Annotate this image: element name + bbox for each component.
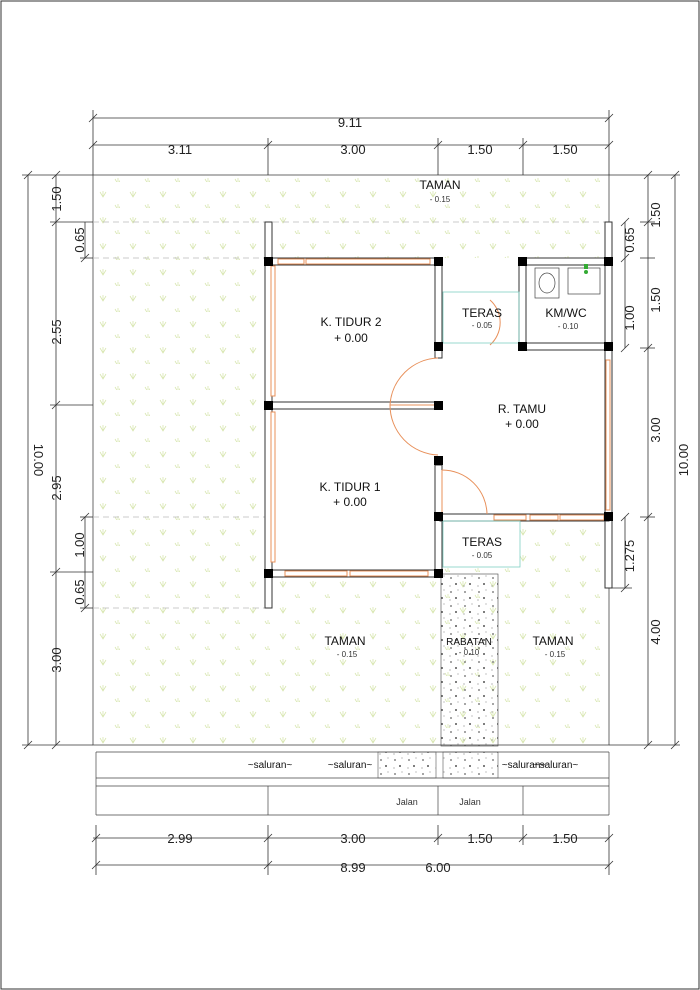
level-taman-top: - 0.15: [430, 195, 451, 204]
dim-bottom-seg-1: 2.99: [167, 831, 192, 846]
label-km-wc: KM/WC: [545, 306, 587, 320]
level-km-wc: - 0.10: [558, 322, 579, 331]
dim-right-total: 10.00: [676, 444, 691, 477]
toilet-fixtures: [534, 264, 601, 299]
label-taman-right: TAMAN: [532, 634, 573, 648]
level-ruang-tamu: + 0.00: [505, 417, 539, 431]
windows: [270, 258, 611, 577]
dim-right-outer-4: 4.00: [648, 619, 663, 644]
dim-right-inner-1: 0.65: [622, 227, 637, 252]
label-kamar-tidur-1: K. TIDUR 1: [319, 480, 380, 494]
label-teras-bottom: TERAS: [462, 535, 502, 549]
dim-right-outer-1: 1.50: [648, 202, 663, 227]
level-kamar-tidur-1: + 0.00: [333, 495, 367, 509]
dim-bottom-total-left: 8.99: [340, 860, 365, 875]
dim-left-outer-1: 1.50: [49, 186, 64, 211]
dim-bottom-seg-2: 3.00: [340, 831, 365, 846]
dim-left-outer-3: 2.95: [49, 475, 64, 500]
jalan-label-2: Jalan: [459, 797, 481, 807]
teras-bottom-outline: [442, 520, 521, 568]
dimension-right: 10.00 1.50 1.50 3.00 4.00 0.65 1.00 1.27…: [609, 170, 691, 750]
dim-bottom-seg-3: 1.50: [467, 831, 492, 846]
dimension-left: 10.00 1.50 2.55 2.95 3.00 0.65 1.00 0.65: [22, 170, 93, 750]
label-rabatan: RABATAN: [446, 637, 492, 648]
rabatan-path: [440, 573, 499, 747]
label-ruang-tamu: R. TAMU: [498, 402, 546, 416]
dim-right-inner-3: 1.275: [622, 540, 637, 573]
dim-bottom-seg-4: 1.50: [552, 831, 577, 846]
dim-left-inner-2: 1.00: [72, 532, 87, 557]
dim-right-inner-2: 1.00: [622, 305, 637, 330]
dimension-top: 9.11 3.11 3.00 1.50 1.50: [88, 110, 614, 175]
dim-top-seg-4: 1.50: [552, 142, 577, 157]
saluran-label-4: ~saluran~: [534, 760, 579, 771]
doors: [389, 299, 501, 515]
dim-top-total: 9.11: [338, 115, 362, 130]
saluran-label-2: ~saluran~: [328, 760, 373, 771]
saluran-label-3: ~saluran~: [502, 760, 547, 771]
columns: [264, 257, 613, 578]
level-rabatan: - 0.10: [459, 648, 480, 657]
dim-top-seg-3: 1.50: [467, 142, 492, 157]
dim-left-outer-2: 2.55: [49, 319, 64, 344]
dim-left-inner-3: 0.65: [72, 579, 87, 604]
level-taman-right: - 0.15: [545, 650, 566, 659]
label-kamar-tidur-2: K. TIDUR 2: [320, 315, 381, 329]
room-labels: TAMAN - 0.15 K. TIDUR 2 + 0.00 TERAS - 0…: [319, 178, 587, 659]
house-footprint: [270, 258, 609, 574]
label-taman-top: TAMAN: [419, 178, 460, 192]
level-teras-top: - 0.05: [472, 321, 493, 330]
street-area: ~saluran~ ~saluran~ ~saluran~ ~saluran~ …: [95, 751, 610, 816]
dim-right-outer-2: 1.50: [648, 287, 663, 312]
dim-left-outer-4: 3.00: [49, 647, 64, 672]
level-teras-bottom: - 0.05: [472, 551, 493, 560]
dim-left-total: 10.00: [31, 444, 46, 477]
saluran-label-1: ~saluran~: [248, 760, 293, 771]
dim-top-seg-2: 3.00: [340, 142, 365, 157]
level-taman-left: - 0.15: [337, 650, 358, 659]
jalan-label-1: Jalan: [396, 797, 418, 807]
dim-right-outer-3: 3.00: [648, 417, 663, 442]
dim-top-seg-1: 3.11: [168, 142, 192, 157]
label-taman-left: TAMAN: [324, 634, 365, 648]
dim-bottom-total-right: 6.00: [425, 860, 450, 875]
teras-top-outline: [442, 291, 520, 344]
dimension-bottom: 2.99 3.00 1.50 1.50 8.99 6.00: [91, 825, 614, 875]
level-kamar-tidur-2: + 0.00: [334, 331, 368, 345]
label-teras-top: TERAS: [462, 306, 502, 320]
dim-left-inner-1: 0.65: [72, 227, 87, 252]
